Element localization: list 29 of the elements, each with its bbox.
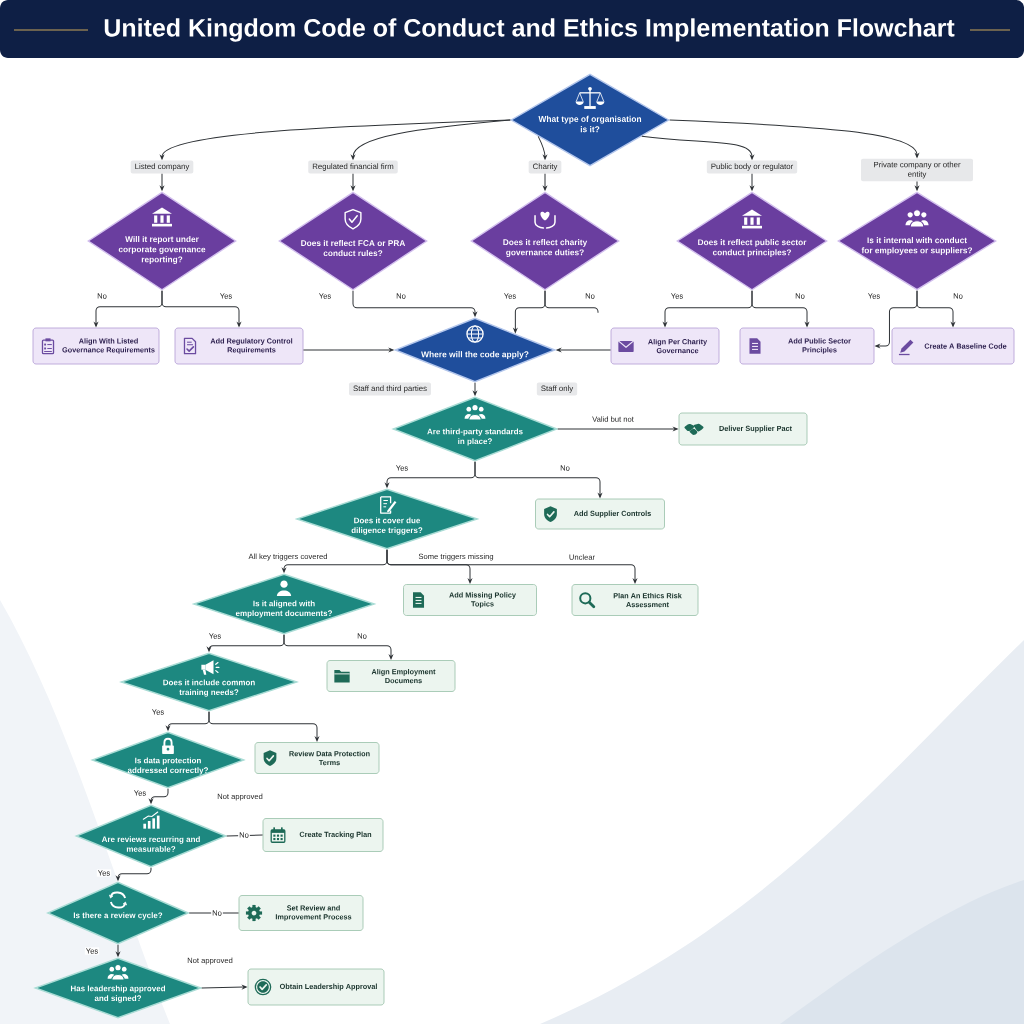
arrow: [160, 173, 164, 191]
arrow: [302, 348, 394, 352]
arrow: [641, 135, 754, 160]
arrow: [750, 173, 754, 191]
arrow: [161, 290, 241, 327]
arrow: [386, 549, 637, 584]
arrow: [474, 461, 602, 498]
arrow: [352, 290, 477, 317]
arrow: [915, 180, 919, 191]
arrow: [557, 427, 678, 431]
arrow: [351, 173, 355, 191]
arrow: [201, 985, 247, 989]
arrow: [537, 135, 547, 160]
arrow: [149, 788, 169, 804]
arrow: [556, 348, 612, 352]
arrow: [116, 867, 152, 881]
arrow: [916, 290, 955, 327]
arrow: [669, 119, 919, 158]
arrow: [208, 711, 319, 742]
title-banner: United Kingdom Code of Conduct and Ethics Implementation Flowchart: [0, 0, 1024, 58]
arrow: [543, 173, 547, 191]
arrow: [160, 119, 511, 160]
arrow: [351, 119, 511, 160]
arrow: [283, 634, 393, 660]
arrow: [116, 944, 120, 957]
connector-line: [544, 290, 599, 314]
arrow: [473, 382, 477, 396]
arrow: [751, 290, 809, 327]
connector-line: [226, 834, 264, 837]
